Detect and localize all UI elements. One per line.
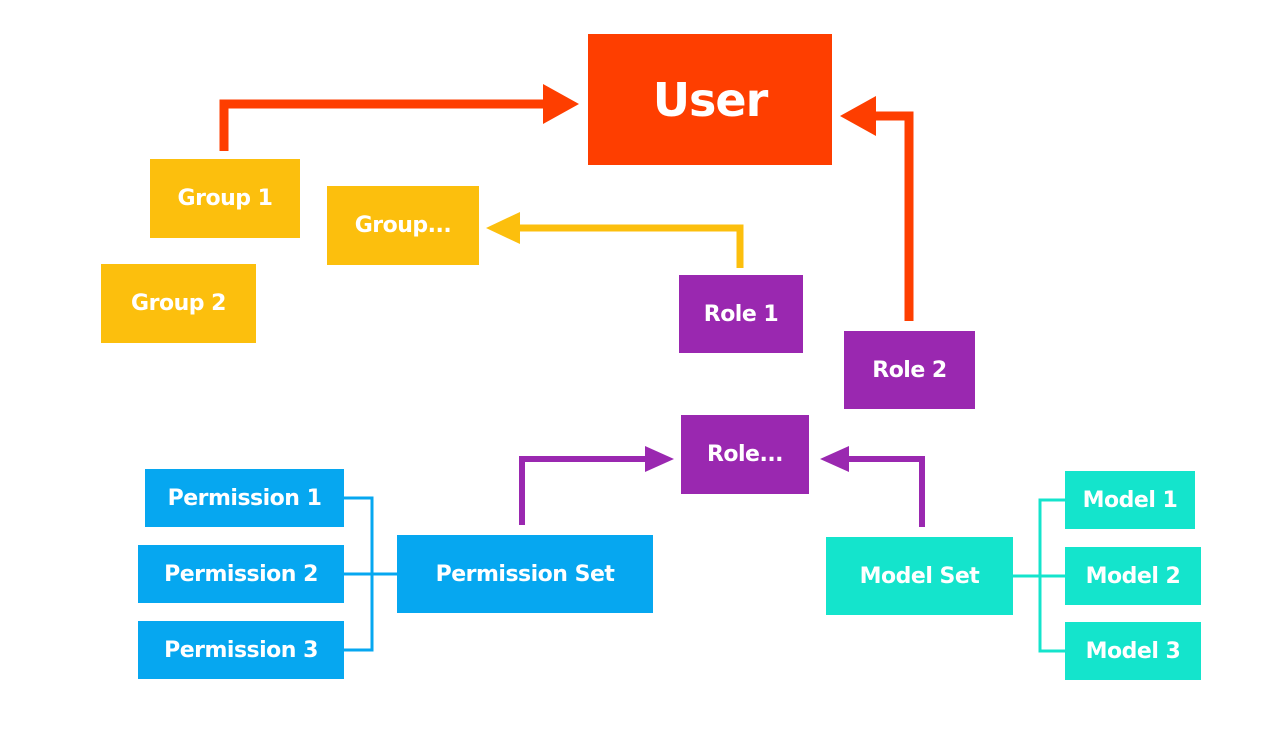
permission-1-label: Permission 1	[167, 485, 322, 511]
user-label: User	[652, 72, 769, 127]
group-1-node: Group 1	[150, 159, 300, 238]
role-2-label: Role 2	[872, 357, 947, 383]
arrowhead-role1-to-group-more	[486, 212, 520, 244]
permission-2-label: Permission 2	[164, 561, 318, 587]
permission-2-node: Permission 2	[138, 545, 344, 603]
group-2-label: Group 2	[131, 291, 226, 316]
arrow-role2-to-user	[872, 111, 914, 321]
model-1-label: Model 1	[1082, 487, 1178, 513]
user-node: User	[588, 34, 832, 165]
arrow-group1-to-user	[219, 99, 548, 151]
permission-set-label: Permission Set	[435, 561, 615, 587]
permission-set-node: Permission Set	[397, 535, 653, 613]
arrow-model-set-to-role-more	[846, 456, 925, 527]
role-more-label: Role...	[706, 442, 784, 467]
permission-1-node: Permission 1	[145, 469, 344, 527]
role-more-node: Role...	[681, 415, 809, 494]
permission-3-node: Permission 3	[138, 621, 344, 679]
arrowhead-permission-set-to-role-more	[645, 446, 674, 472]
group-1-label: Group 1	[177, 186, 273, 211]
group-more-node: Group...	[327, 186, 479, 265]
arrowhead-group1-to-user	[543, 84, 579, 124]
model-2-node: Model 2	[1065, 547, 1201, 605]
arrow-permission-set-to-role-more	[519, 456, 648, 525]
model-1-node: Model 1	[1065, 471, 1195, 529]
group-more-label: Group...	[354, 213, 452, 238]
role-1-label: Role 1	[703, 301, 779, 327]
model-set-label: Model Set	[859, 563, 980, 589]
group-2-node: Group 2	[101, 264, 256, 343]
model-set-node: Model Set	[826, 537, 1013, 615]
role-2-node: Role 2	[844, 331, 975, 409]
role-1-node: Role 1	[679, 275, 803, 353]
arrowhead-role2-to-user	[840, 96, 876, 136]
model-3-node: Model 3	[1065, 622, 1201, 680]
arrow-role1-to-group-more	[516, 224, 744, 268]
permission-3-label: Permission 3	[164, 637, 318, 663]
model-2-label: Model 2	[1085, 563, 1181, 589]
arrowhead-model-set-to-role-more	[820, 446, 849, 472]
model-3-label: Model 3	[1085, 638, 1181, 664]
